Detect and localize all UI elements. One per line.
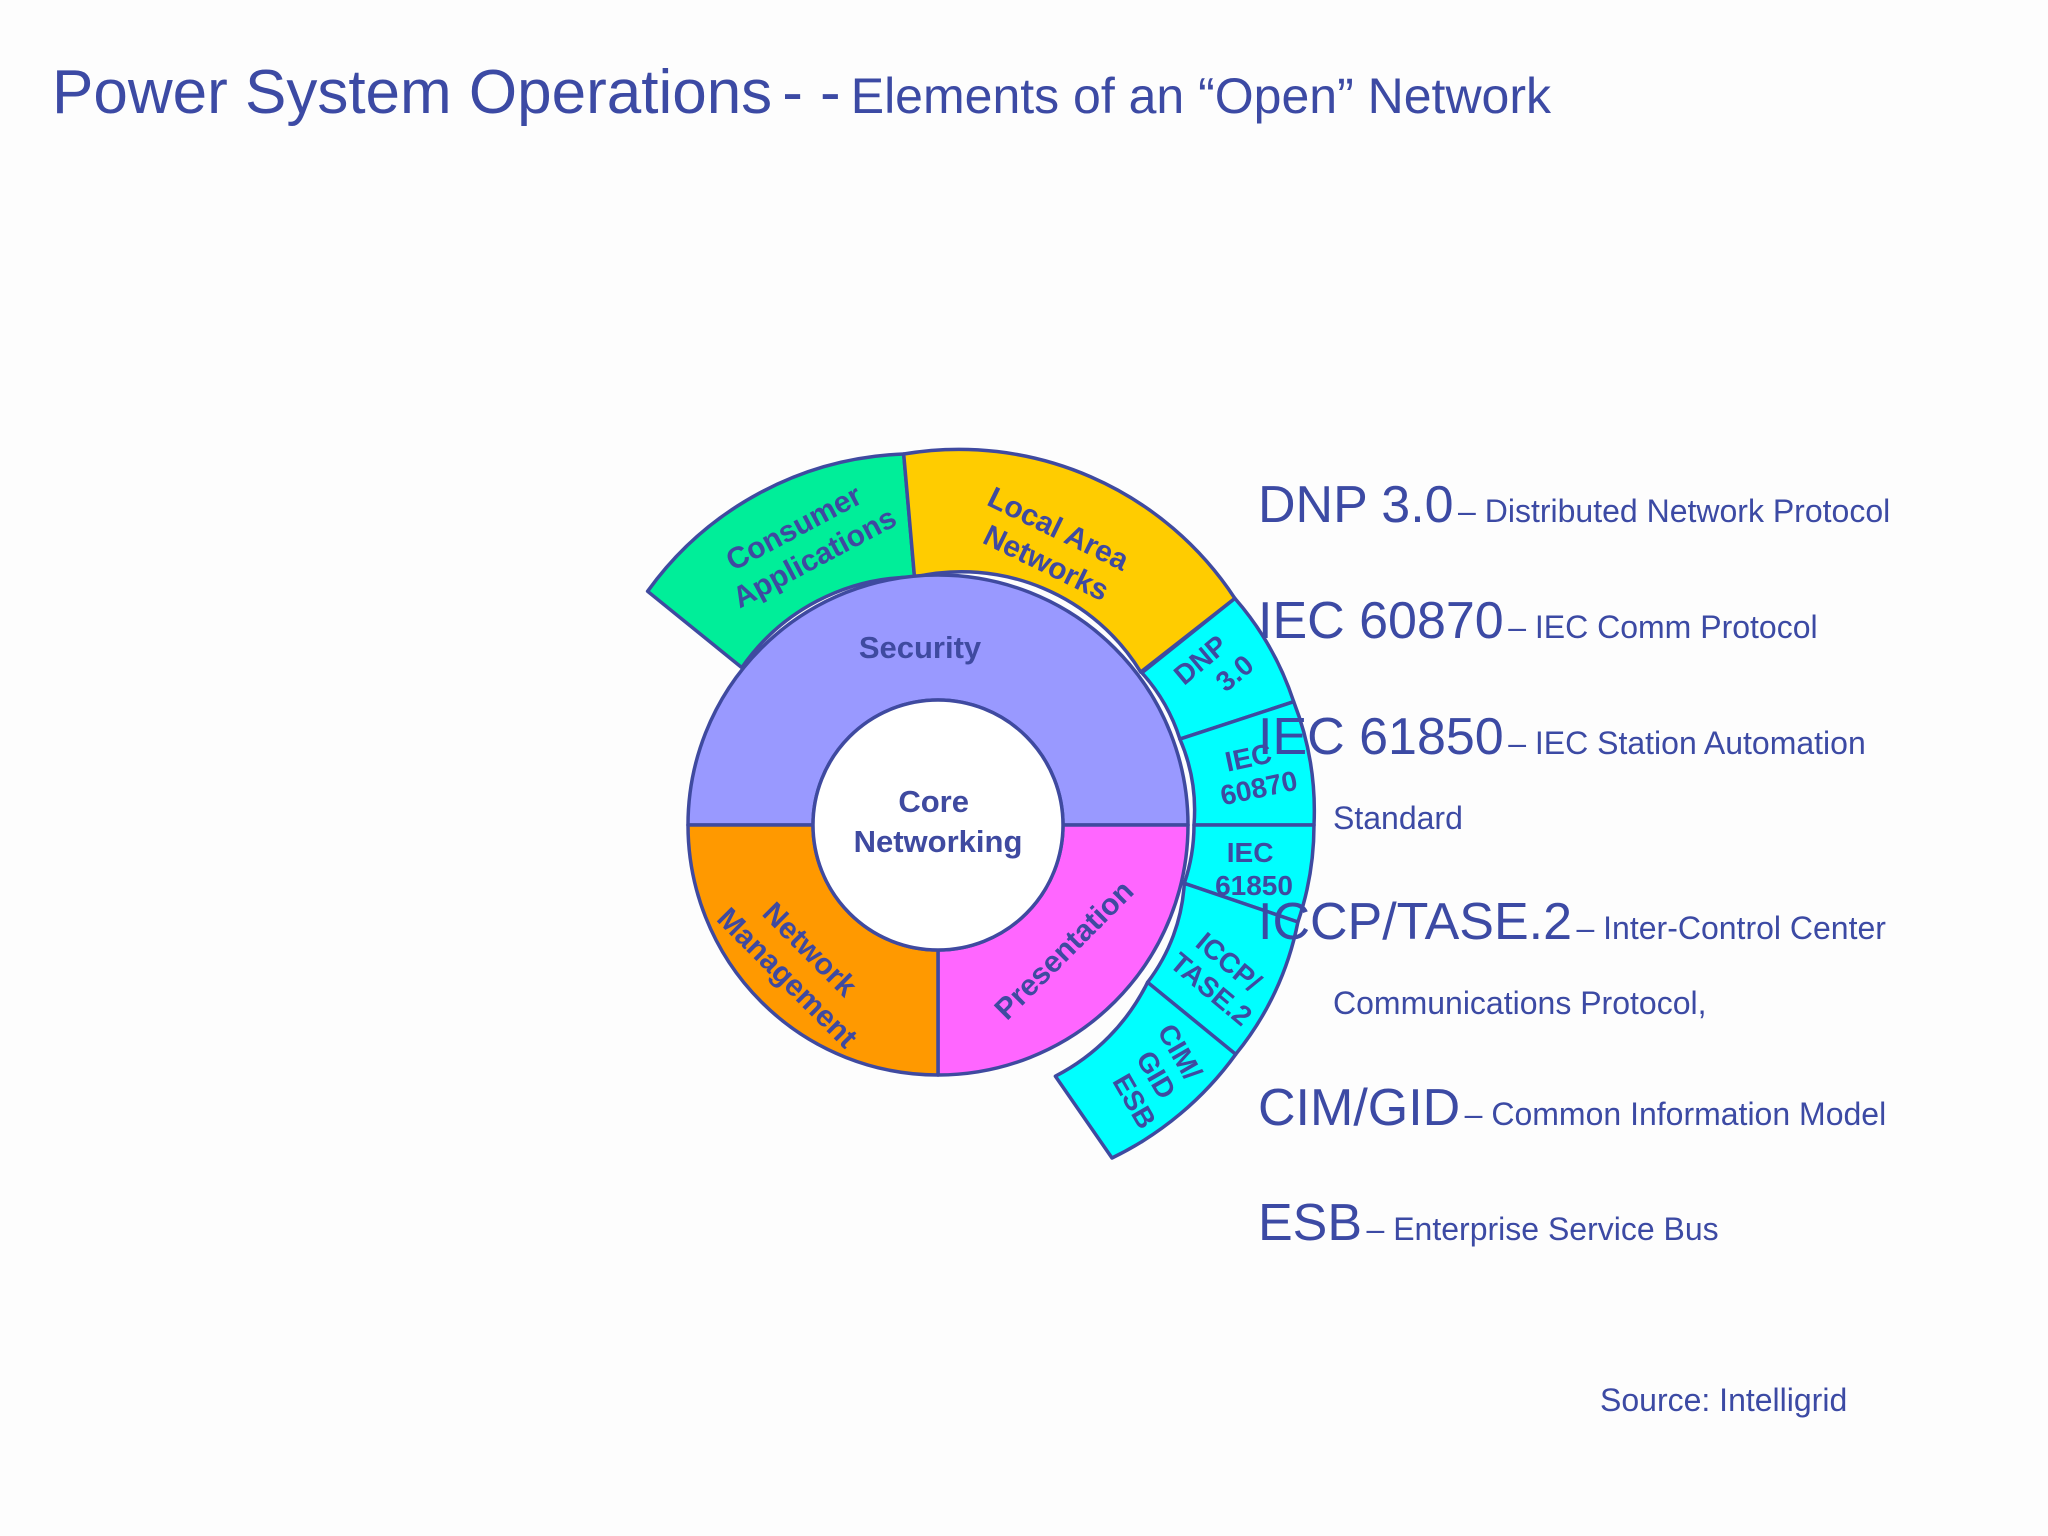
slide-title: Power System Operations- -Elements of an… — [52, 62, 1551, 124]
title-subtitle: Elements of an “Open” Network — [850, 68, 1552, 124]
legend-item-iccp-tase-2: ICCP/TASE.2 – Inter-Control Center — [1258, 896, 1886, 948]
title-separator: - - — [782, 58, 841, 127]
legend-term: DNP 3.0 — [1258, 476, 1454, 534]
legend-desc: – Distributed Network Protocol — [1458, 493, 1891, 529]
legend-term: CIM/GID — [1258, 1079, 1461, 1137]
label-iec-61850: IEC 61850 — [1215, 837, 1293, 901]
legend-desc: – Enterprise Service Bus — [1366, 1211, 1719, 1247]
legend-term: IEC 61850 — [1258, 708, 1504, 766]
label-core-networking: Core Networking — [854, 784, 1023, 859]
legend-desc: – IEC Comm Protocol — [1508, 609, 1818, 645]
segment-core-networking — [811, 698, 1065, 952]
label-core-line-2: Networking — [854, 824, 1023, 859]
legend-continuation-iccp-tase-2: Communications Protocol, — [1333, 985, 1707, 1021]
segment-cim-gid-esb — [1053, 980, 1238, 1160]
label-core-line-1: Core — [898, 784, 969, 819]
diagram-segments — [645, 447, 1317, 1160]
legend-item-iec-60870: IEC 60870 – IEC Comm Protocol — [1258, 595, 1818, 647]
legend-item-cim-gid: CIM/GID – Common Information Model — [1258, 1082, 1886, 1134]
legend-desc: – IEC Station Automation — [1508, 725, 1866, 761]
legend-desc: – Common Information Model — [1464, 1096, 1887, 1132]
legend-term: ESB — [1258, 1194, 1363, 1252]
legend-item-dnp: DNP 3.0 – Distributed Network Protocol — [1258, 479, 1890, 531]
legend-desc: – Inter-Control Center — [1576, 910, 1886, 946]
source-note: Source: Intelligrid — [1600, 1382, 1848, 1418]
legend-term: ICCP/TASE.2 — [1258, 893, 1573, 951]
title-main: Power System Operations — [52, 58, 773, 127]
legend-term: IEC 60870 — [1258, 592, 1504, 650]
label-security: Security — [859, 630, 982, 665]
legend-item-iec-61850: IEC 61850 – IEC Station Automation — [1258, 711, 1866, 763]
segment-consumer-applications — [645, 452, 917, 670]
legend-item-esb: ESB – Enterprise Service Bus — [1258, 1197, 1719, 1249]
legend-continuation-iec-61850: Standard — [1333, 800, 1463, 836]
